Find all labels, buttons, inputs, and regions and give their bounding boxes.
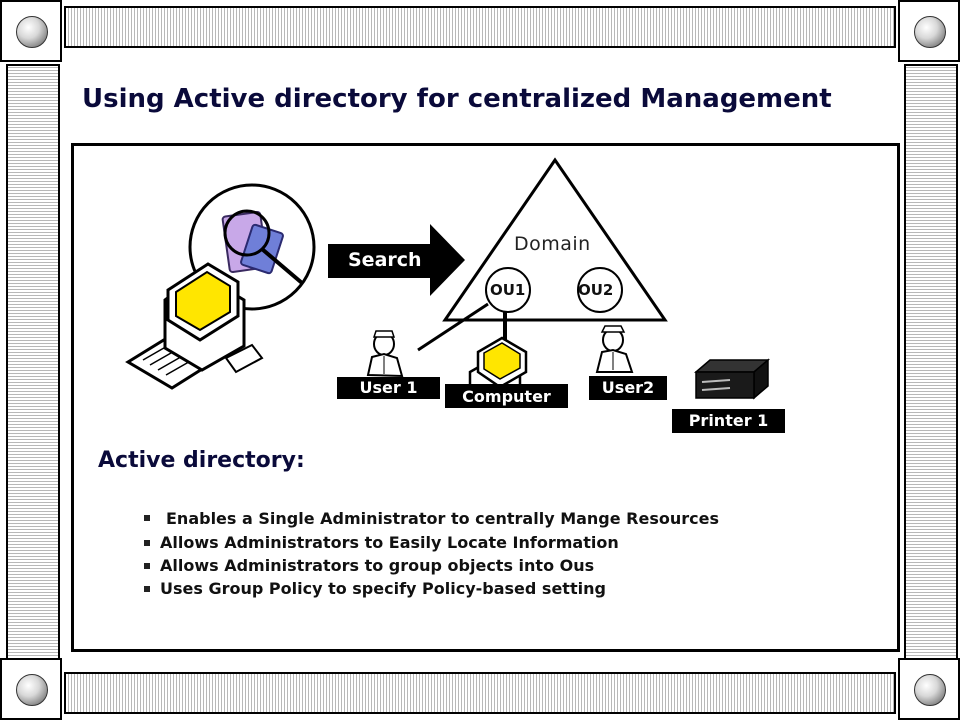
corner-knob-icon [914,16,946,48]
frame-left-bar [6,64,60,660]
corner-knob-icon [16,16,48,48]
ou2-node [577,267,623,313]
printer-icon [693,358,771,400]
frame-corner-bottom-right [898,658,960,720]
frame-corner-bottom-left [0,658,62,720]
user1-label: User 1 [337,377,440,399]
user2-label: User2 [589,376,667,400]
list-item: Allows Administrators to Easily Locate I… [140,531,719,554]
frame-top-bar [64,6,896,48]
search-label: Search [348,249,422,271]
corner-knob-icon [16,674,48,706]
frame-corner-top-right [898,0,960,62]
list-item: Uses Group Policy to specify Policy-base… [140,577,719,600]
frame-corner-top-left [0,0,62,62]
connector-user1 [417,302,489,352]
printer-label: Printer 1 [672,409,785,433]
frame-bottom-bar [64,672,896,714]
frame-right-bar [904,64,958,660]
bullet-text: Allows Administrators to group objects i… [160,556,595,575]
computer-label: Computer [445,384,568,408]
slide-title: Using Active directory for centralized M… [82,84,832,114]
user-icon [595,325,634,373]
bullet-text: Enables a Single Administrator to centra… [166,509,720,528]
ou2-label: OU2 [578,281,614,299]
bullet-list: Enables a Single Administrator to centra… [140,506,719,600]
list-item: Enables a Single Administrator to centra… [140,506,719,531]
workstation-icon [125,262,264,390]
corner-knob-icon [914,674,946,706]
ou1-label: OU1 [490,281,526,299]
domain-label: Domain [514,233,591,255]
section-heading: Active directory: [98,448,305,473]
user-icon [366,330,404,378]
bullet-text: Uses Group Policy to specify Policy-base… [160,579,606,598]
search-arrow [328,224,465,296]
list-item: Allows Administrators to group objects i… [140,554,719,577]
bullet-text: Allows Administrators to Easily Locate I… [160,533,619,552]
ou1-node [485,267,531,313]
